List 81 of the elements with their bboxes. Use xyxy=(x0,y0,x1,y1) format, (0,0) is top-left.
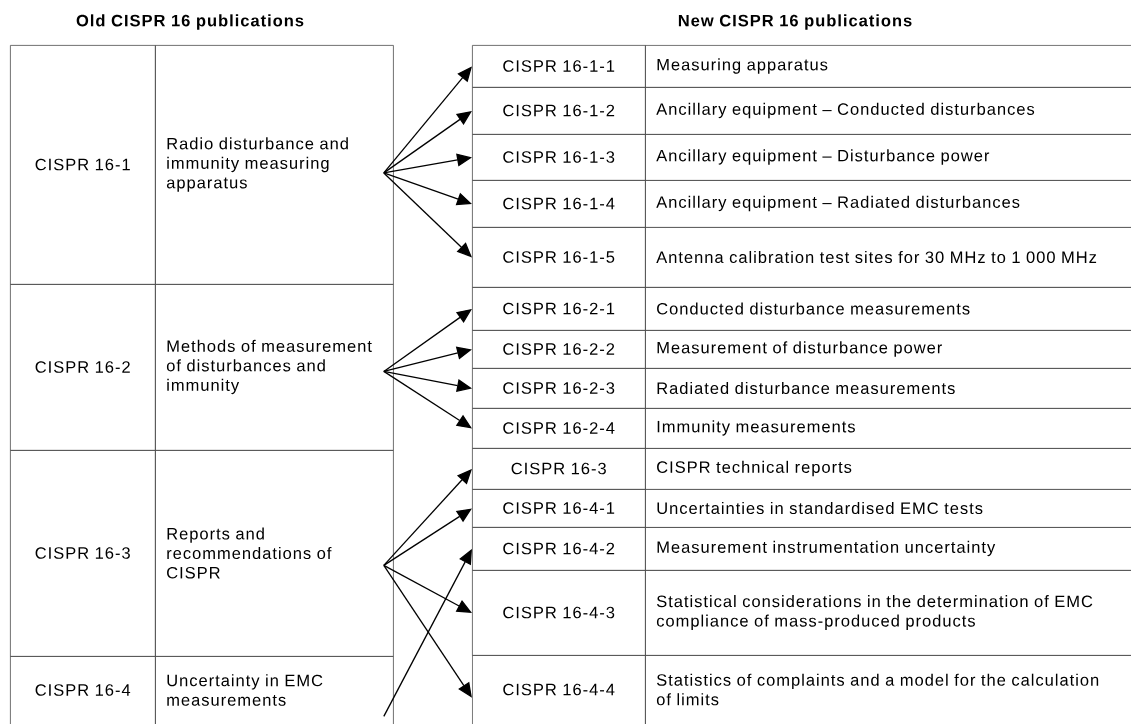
node-label: CISPR 16-2-1 xyxy=(503,302,615,315)
node-label: Reports and recommendations of CISPR xyxy=(167,527,332,579)
title-cell xyxy=(645,45,1131,88)
node-label: Radio disturbance and immunity measuring apparatus xyxy=(166,137,348,192)
title-cell xyxy=(645,180,1131,228)
code-cell xyxy=(472,570,646,656)
node-label: CISPR 16-4-2 xyxy=(503,542,615,555)
column-heading: Old CISPR 16 publications xyxy=(76,14,304,30)
title-cell xyxy=(155,45,394,285)
title-cell xyxy=(645,570,1131,656)
arrow xyxy=(383,564,472,698)
node-label: CISPR 16-4 xyxy=(35,684,131,696)
code-cell xyxy=(10,450,156,657)
arrow xyxy=(383,153,472,174)
code-cell xyxy=(472,87,646,135)
node-label: CISPR 16-1-3 xyxy=(503,151,615,163)
code-cell xyxy=(472,448,646,490)
arrow xyxy=(383,370,472,429)
code-cell xyxy=(472,489,646,528)
code-cell xyxy=(472,180,646,228)
code-cell xyxy=(472,368,646,409)
title-cell xyxy=(645,227,1131,288)
title-cell xyxy=(155,450,394,657)
code-cell xyxy=(10,656,156,724)
code-cell xyxy=(10,284,156,451)
node-label: CISPR 16-2-2 xyxy=(503,343,615,355)
code-cell xyxy=(472,134,646,181)
node-label: CISPR 16-4-3 xyxy=(503,606,615,619)
node-label: Conducted disturbance measurements xyxy=(657,302,970,315)
node-label: CISPR 16-4-4 xyxy=(503,683,615,696)
node-label: Measuring apparatus xyxy=(657,58,828,74)
title-cell xyxy=(645,330,1131,369)
node-label: CISPR technical reports xyxy=(657,460,852,477)
title-cell xyxy=(645,448,1131,490)
node-label: CISPR 16-2-3 xyxy=(503,382,615,394)
node-label: CISPR 16-3 xyxy=(511,462,606,475)
node-label: Statistics of complaints and a model for the calculation of limits xyxy=(656,673,1099,706)
title-cell xyxy=(645,527,1131,571)
node-label: Statistical considerations in the determination of EMC compliance of mass-produced products xyxy=(656,595,1093,630)
code-cell xyxy=(472,45,646,88)
node-label: Immunity measurements xyxy=(657,420,855,436)
title-cell xyxy=(645,408,1131,449)
column-heading: New CISPR 16 publications xyxy=(678,14,912,30)
title-cell xyxy=(155,284,394,451)
node-label: CISPR 16-3 xyxy=(35,547,130,559)
node-label: CISPR 16-1-4 xyxy=(503,197,615,210)
node-label: Uncertainties in standardised EMC tests xyxy=(657,501,983,515)
node-label: Uncertainty in EMC measurements xyxy=(167,674,323,706)
code-cell xyxy=(472,330,646,369)
node-label: CISPR 16-4-1 xyxy=(503,502,615,514)
arrow xyxy=(383,172,472,206)
code-cell xyxy=(472,227,646,288)
node-label: Ancillary equipment – Disturbance power xyxy=(656,149,990,165)
title-cell xyxy=(645,287,1131,331)
title-cell xyxy=(645,368,1131,409)
node-label: Ancillary equipment – Conducted disturbances xyxy=(656,102,1035,119)
code-cell xyxy=(472,655,646,724)
node-label: Methods of measurement of disturbances and immunity xyxy=(166,339,372,395)
node-label: Measurement of disturbance power xyxy=(657,341,943,357)
arrow xyxy=(383,564,472,613)
node-label: Radiated disturbance measurements xyxy=(657,381,955,395)
node-label: CISPR 16-1-1 xyxy=(503,60,615,72)
node-label: CISPR 16-2 xyxy=(35,361,130,373)
node-label: CISPR 16-1 xyxy=(35,158,130,171)
code-cell xyxy=(472,287,646,331)
code-cell xyxy=(10,45,156,285)
node-label: CISPR 16-1-2 xyxy=(503,104,615,117)
title-cell xyxy=(645,489,1131,528)
node-label: CISPR 16-1-5 xyxy=(503,251,615,263)
node-label: Antenna calibration test sites for 30 MHz to 1 000 MHz xyxy=(656,250,1097,264)
title-cell xyxy=(645,87,1131,135)
title-cell xyxy=(645,134,1131,181)
code-cell xyxy=(472,408,646,449)
arrow xyxy=(383,508,472,567)
title-cell xyxy=(645,655,1131,724)
node-label: Measurement instrumentation uncertainty xyxy=(657,540,996,557)
arrow xyxy=(383,346,472,373)
code-cell xyxy=(472,527,646,571)
title-cell xyxy=(155,656,394,724)
node-label: CISPR 16-2-4 xyxy=(503,422,615,434)
node-label: Ancillary equipment – Radiated disturbances xyxy=(656,195,1020,212)
